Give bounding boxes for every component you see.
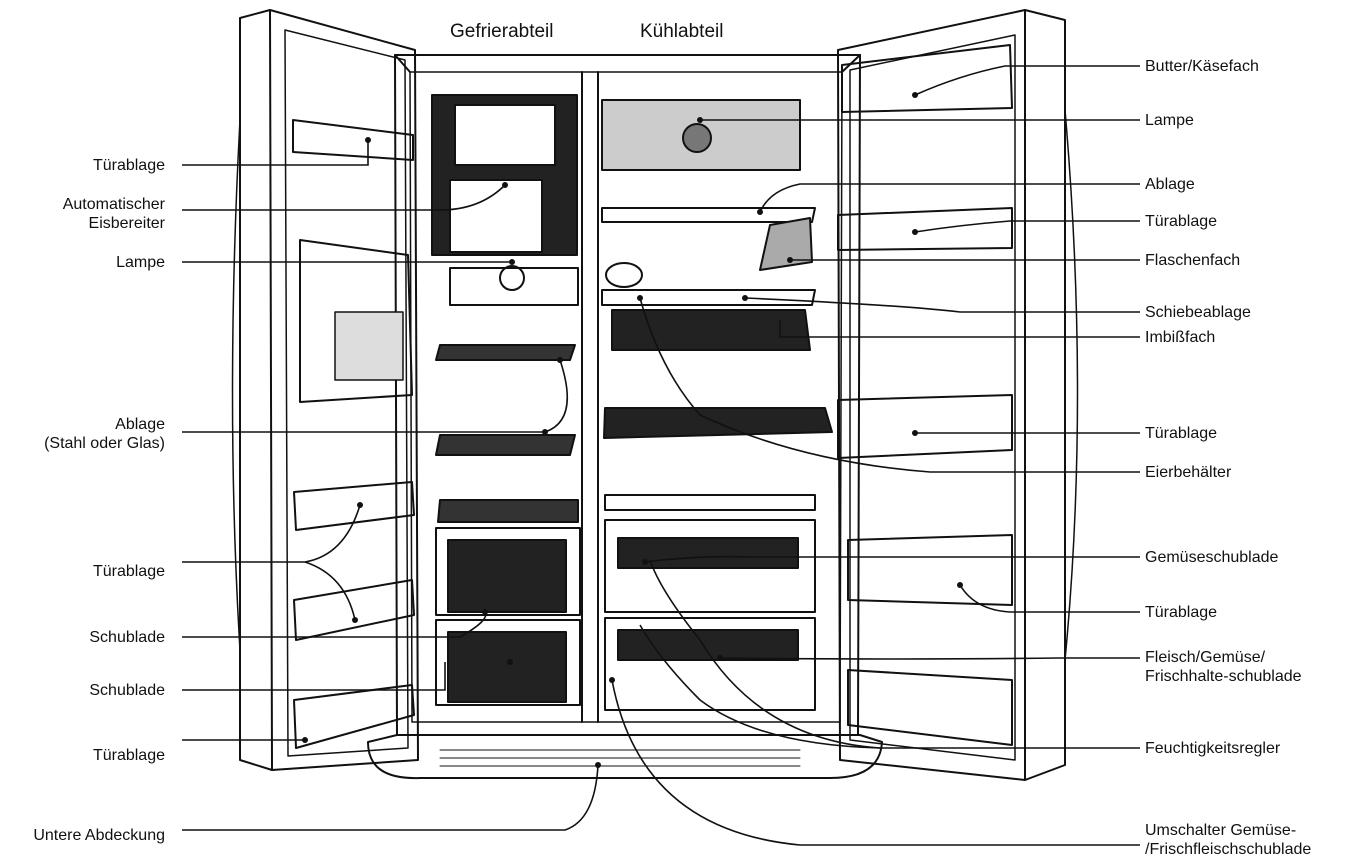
label-imbissfach: Imbißfach <box>1145 329 1216 346</box>
label-tuerablage-r3: Türablage <box>1145 604 1218 621</box>
label-fleisch-schublade: Fleisch/Gemüse/Frischhalte-schublade <box>1145 649 1302 685</box>
left-door-drawing <box>231 9 419 771</box>
label-umschalter: Umschalter Gemüse-/Frischfleischschublad… <box>1145 822 1312 858</box>
fridge-drawing <box>601 99 833 711</box>
label-lampe-left: Lampe <box>116 254 165 271</box>
freezer-drawing <box>431 94 581 706</box>
label-flaschenfach: Flaschenfach <box>1145 252 1241 269</box>
label-schiebeablage: Schiebeablage <box>1145 304 1251 321</box>
label-schublade-1: Schublade <box>89 629 165 646</box>
label-tuerablage-3: Türablage <box>92 747 165 764</box>
label-feuchtigkeitsregler: Feuchtigkeitsregler <box>1145 740 1281 757</box>
label-untere-abdeckung: Untere Abdeckung <box>33 827 165 844</box>
label-tuerablage-r2: Türablage <box>1145 425 1218 442</box>
label-tuerablage-r1: Türablage <box>1145 213 1218 230</box>
label-eierbehaelter: Eierbehälter <box>1145 464 1232 481</box>
label-tuerablage-1: Türablage <box>92 157 165 174</box>
fridge-header: Kühlabteil <box>640 21 724 42</box>
label-tuerablage-2: Türablage <box>92 563 165 580</box>
label-schublade-2: Schublade <box>89 682 165 699</box>
leader-dots <box>302 92 963 768</box>
label-lampe-right: Lampe <box>1145 112 1194 129</box>
label-ablage: Ablage <box>1145 176 1195 193</box>
label-ablage-glas: Ablage(Stahl oder Glas) <box>44 416 165 452</box>
label-butterfach: Butter/Käsefach <box>1145 58 1259 75</box>
right-door-drawing <box>837 9 1079 781</box>
leader-lines <box>182 65 1140 846</box>
freezer-header: Gefrierabteil <box>450 21 554 42</box>
label-gemueseschublade: Gemüseschublade <box>1145 549 1279 566</box>
